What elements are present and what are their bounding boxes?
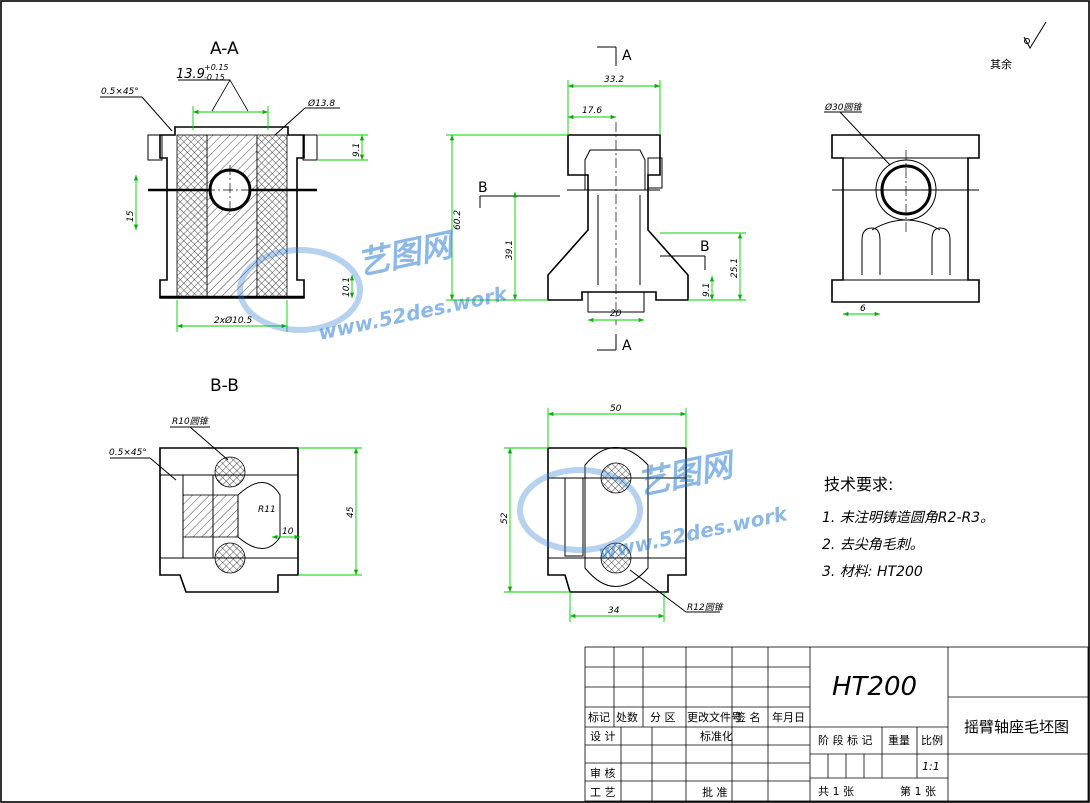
- tb-weight: 重量: [888, 733, 910, 747]
- view-bb-label: B-B: [210, 376, 239, 396]
- view-side: Ø30圆锥 6: [824, 102, 980, 317]
- tb-stage-mark: 阶 段 标 记: [818, 733, 873, 747]
- bb-inner-block: [182, 494, 239, 538]
- aa-center-hatch: [206, 134, 258, 299]
- note-item-1: 1. 未注明铸造圆角R2-R3。: [822, 510, 994, 526]
- technical-requirements: 技术要求: 1. 未注明铸造圆角R2-R3。 2. 去尖角毛刺。 3. 材料: …: [822, 475, 994, 580]
- bb-top-boss: [214, 456, 246, 488]
- tb-design: 设 计: [590, 730, 616, 743]
- view-section-bb: B-B 0.5×45° R10圆锥 R11 10 45: [109, 376, 362, 593]
- dim-r11: R11: [258, 505, 276, 515]
- tb-scale-label: 比例: [921, 733, 943, 747]
- dim-r10-hole: R10圆锥: [172, 416, 209, 427]
- dim-13-9: 13.9: [176, 67, 205, 82]
- surface-finish-symbol: 其余: [990, 21, 1047, 71]
- section-b-right: B: [700, 239, 710, 255]
- watermark-cn-top: 艺图网: [354, 225, 461, 283]
- dim-9-1-aa: 9.1: [352, 143, 362, 157]
- dim-10: 10: [282, 527, 294, 537]
- dim-dia-13-8: Ø13.8: [307, 98, 335, 109]
- bottom-body-outline: [547, 447, 687, 593]
- tb-label-date: 年月日: [772, 710, 805, 724]
- aa-left-flange: [147, 134, 163, 161]
- dim-17-6: 17.6: [582, 106, 602, 116]
- dim-52: 52: [500, 512, 510, 524]
- title-block: 标记 处数 分 区 更改文件号 签 名 年月日 设 计 标准化 审 核 工 艺 …: [584, 646, 1089, 802]
- dim-2x10-5: 2xØ10.5: [214, 315, 252, 326]
- watermark-cn-bottom: 艺图网: [634, 445, 741, 503]
- dim-33-2: 33.2: [604, 75, 624, 85]
- watermark-bottom: 艺图网 www.52des.work: [517, 445, 791, 565]
- dim-9-1-front: 9.1: [702, 283, 712, 297]
- bb-body-outline: [159, 447, 299, 593]
- dim-d30-hole: Ø30圆锥: [824, 102, 863, 113]
- view-aa-label: A-A: [210, 39, 239, 59]
- tb-review: 审 核: [590, 766, 616, 780]
- bb-side-arc: [237, 482, 281, 549]
- tb-standard: 标准化: [700, 729, 733, 743]
- tb-label-zone: 分 区: [650, 711, 676, 724]
- bottom-center-slot: [584, 447, 649, 587]
- dim-50: 50: [610, 404, 622, 414]
- tb-label-change-doc: 更改文件号: [687, 710, 742, 724]
- dim-r12-hole: R12圆锥: [687, 602, 724, 613]
- dim-39-1: 39.1: [505, 240, 515, 260]
- tb-material: HT200: [832, 672, 917, 702]
- tb-approve: 批 准: [702, 785, 728, 799]
- front-boss: [584, 149, 646, 191]
- dim-13-9-tol-minus: -0.15: [204, 73, 225, 82]
- aa-body-outline: [159, 126, 305, 299]
- view-front: A A B B 33.2 17.6 60.2 39.1: [446, 46, 746, 354]
- dim-34: 34: [608, 606, 620, 616]
- tb-process: 工 艺: [590, 786, 616, 799]
- aa-datum-triangle: [211, 79, 249, 112]
- note-item-2: 2. 去尖角毛刺。: [822, 537, 924, 553]
- section-a-bottom: A: [622, 338, 632, 354]
- bottom-left-slot: [564, 477, 584, 557]
- view-bottom: 50 52 34 R12圆锥: [500, 404, 724, 622]
- other-surfaces-label: 其余: [990, 57, 1012, 71]
- dim-chamfer-aa: 0.5×45°: [101, 87, 139, 97]
- section-a-top: A: [622, 48, 632, 64]
- tb-label-count: 处数: [616, 711, 638, 724]
- front-body-outline: [547, 134, 689, 301]
- tb-scale-value: 1:1: [922, 760, 940, 773]
- dim-10-1: 10.1: [342, 277, 352, 297]
- aa-right-flange: [302, 134, 318, 161]
- aa-left-bore: [176, 134, 208, 299]
- tb-sheet-no: 第 1 张: [900, 784, 936, 798]
- dim-60-2: 60.2: [453, 210, 463, 230]
- front-right-rib: [647, 157, 663, 189]
- section-b-left: B: [478, 180, 488, 196]
- dim-20: 20: [610, 309, 622, 319]
- dim-45: 45: [346, 506, 356, 518]
- tb-label-mark: 标记: [588, 710, 610, 724]
- aa-right-bore: [256, 134, 288, 299]
- dim-25-1: 25.1: [730, 258, 740, 278]
- notes-title: 技术要求:: [824, 475, 893, 494]
- tb-total-sheets: 共 1 张: [818, 785, 854, 798]
- dim-13-9-tol-plus: +0.15: [204, 63, 229, 72]
- note-item-3: 3. 材料: HT200: [822, 564, 923, 580]
- dim-6: 6: [860, 304, 866, 314]
- view-section-aa: A-A 13.9 +0.15 -0.15 0.5×45° Ø13.8: [100, 39, 368, 332]
- dim-15: 15: [126, 210, 136, 222]
- tb-drawing-name: 摇臂轴座毛坯图: [964, 718, 1069, 736]
- tb-label-sign: 签 名: [735, 710, 761, 724]
- dim-chamfer-bb: 0.5×45°: [109, 448, 147, 458]
